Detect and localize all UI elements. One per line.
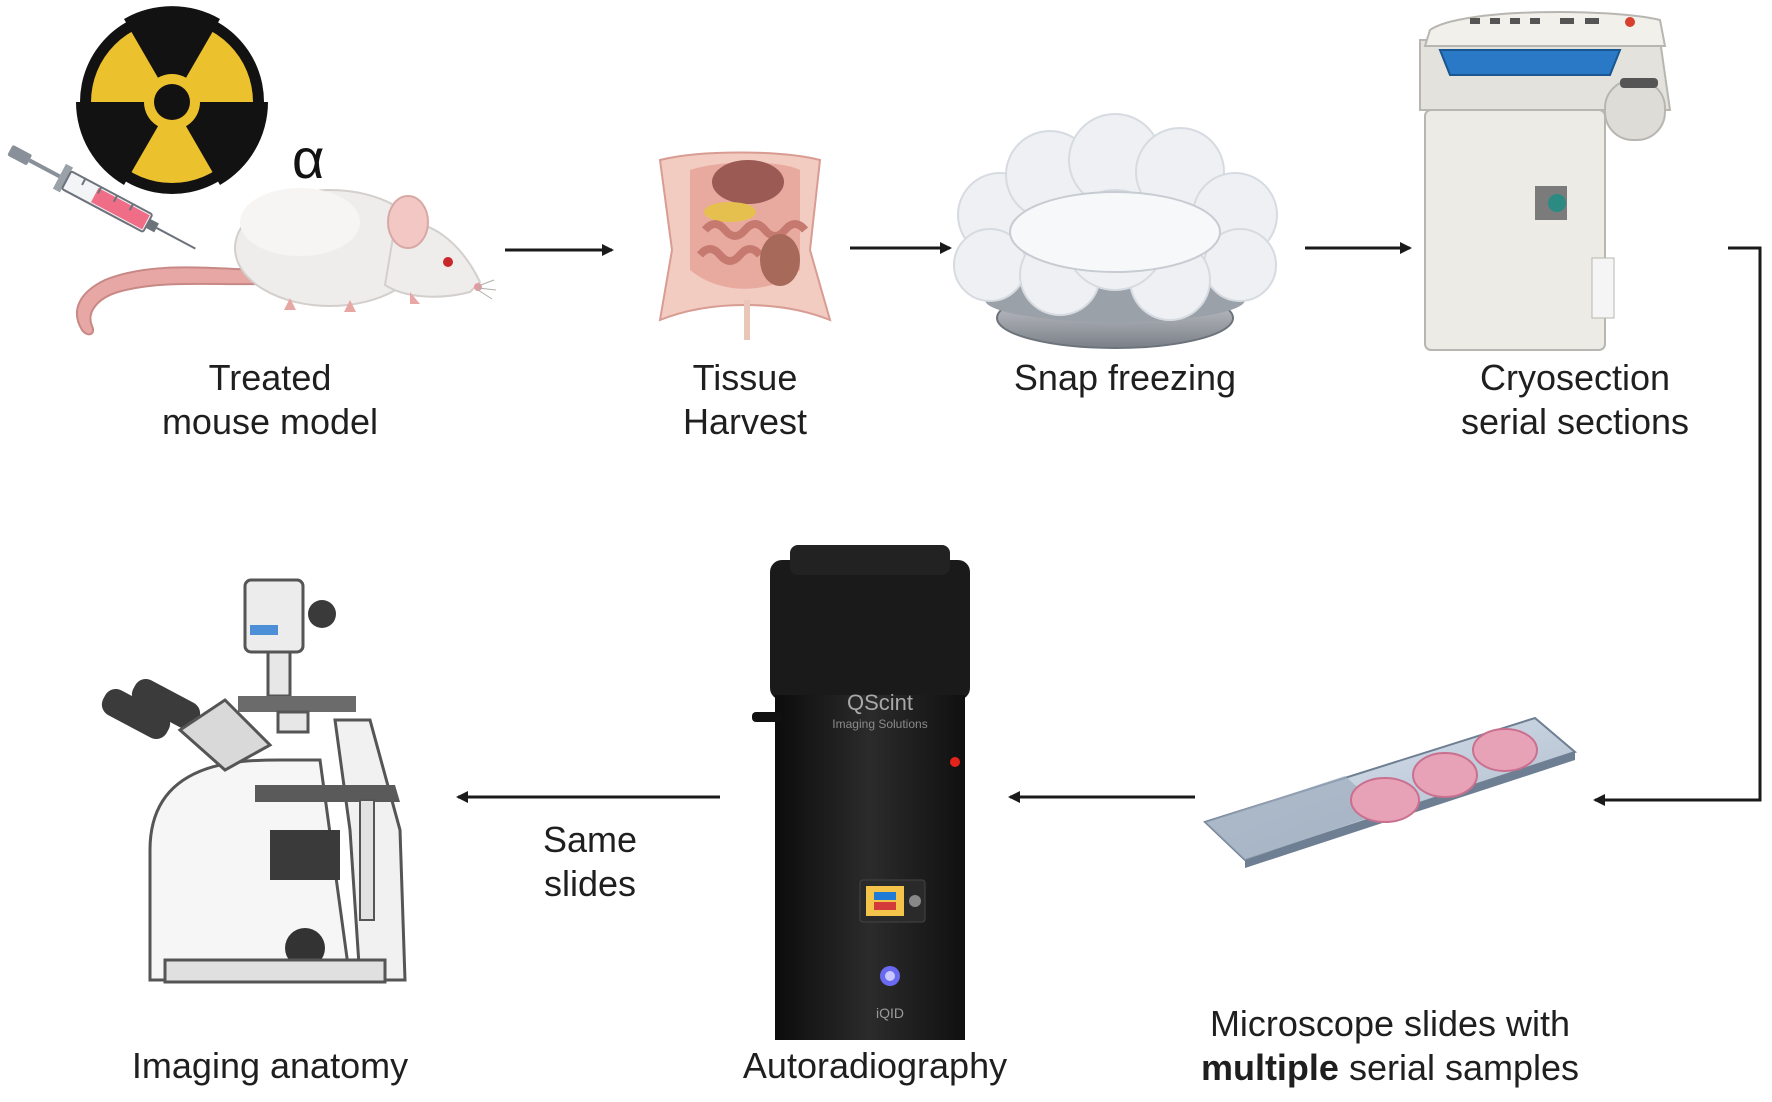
syringe-icon	[7, 145, 196, 250]
device-brand: QScint	[847, 690, 913, 715]
device-model: iQID	[876, 1005, 904, 1021]
tissue-sample	[1350, 728, 1538, 823]
label-autoradiography: Autoradiography	[742, 1045, 1008, 1086]
tissue-harvest-icon	[658, 151, 832, 340]
microscope-slide-icon	[1203, 716, 1578, 868]
label-imaging-anatomy: Imaging anatomy	[131, 1045, 409, 1086]
radiation-symbol-icon	[76, 6, 268, 194]
arrow-cryo-to-slides	[1593, 246, 1762, 806]
device-brand-sub: Imaging Solutions	[832, 717, 927, 731]
label-snap-freezing: Snap freezing	[1013, 357, 1237, 398]
microscope-icon	[101, 578, 407, 984]
mouse-icon	[76, 188, 497, 336]
autoradiography-device-icon: QScint Imaging Solutions iQID	[752, 545, 970, 1040]
cryostat-icon	[1419, 10, 1672, 351]
label-microscope-slides: Microscope slides with multiple serial s…	[1200, 1003, 1580, 1088]
alpha-symbol: α	[292, 127, 324, 190]
red-indicator-led	[950, 757, 960, 767]
snap-freezing-icon	[953, 113, 1278, 349]
